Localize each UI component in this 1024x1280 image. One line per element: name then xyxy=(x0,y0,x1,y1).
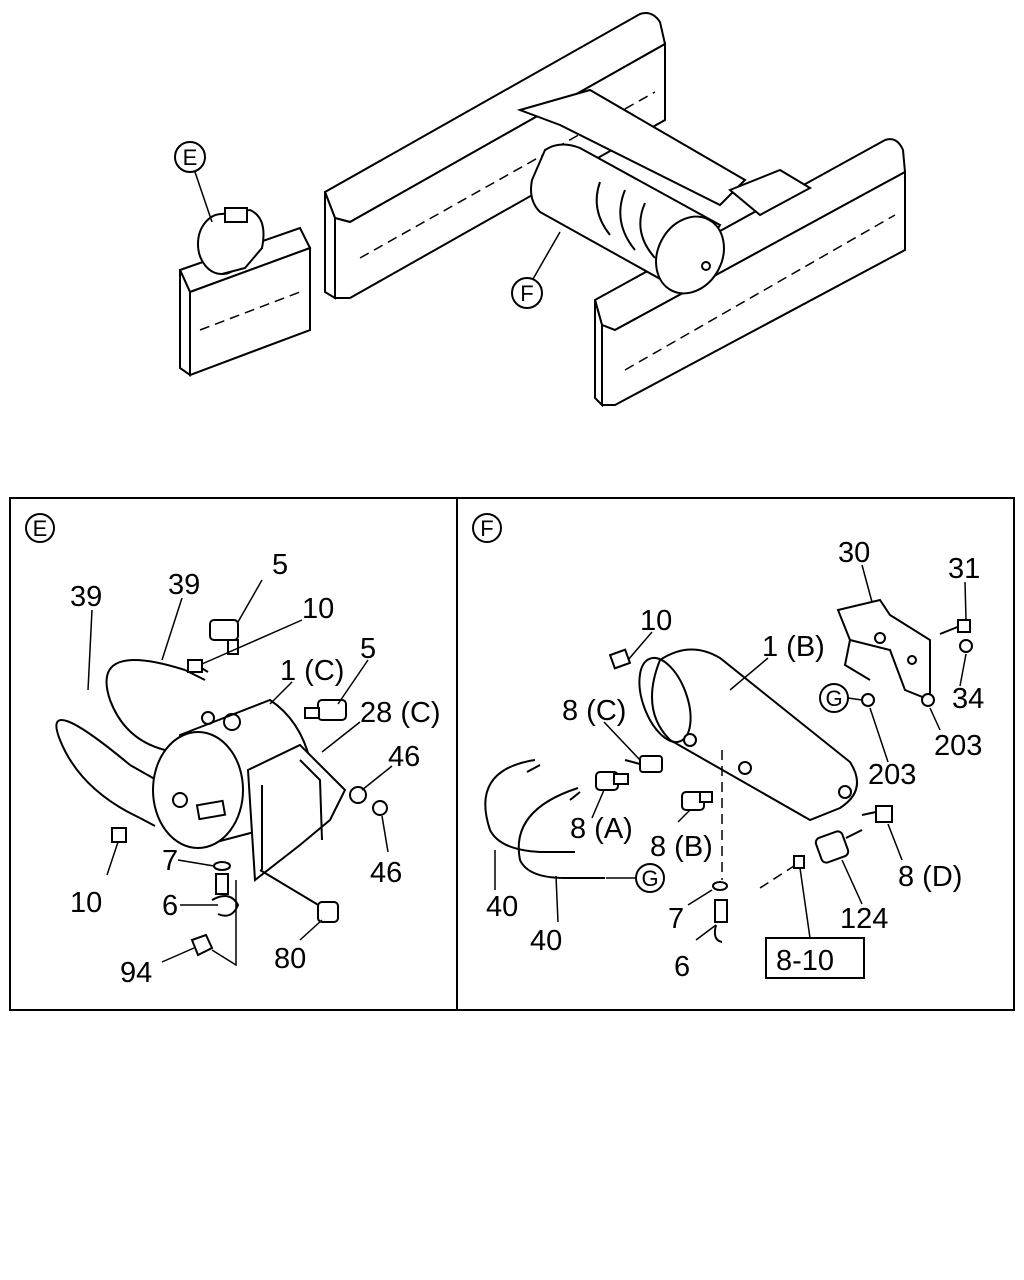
frame-rail-right xyxy=(593,138,907,408)
label-8b: 8 (B) xyxy=(650,831,713,863)
label-39b: 39 xyxy=(168,569,200,601)
label-203b: 203 xyxy=(868,759,916,791)
label-46a: 46 xyxy=(388,741,420,773)
svg-text:F: F xyxy=(520,281,533,306)
washer-7-f xyxy=(712,881,728,891)
bracket-28c xyxy=(246,743,347,882)
washer-203a xyxy=(861,693,875,707)
label-5a: 5 xyxy=(272,549,288,581)
label-8c: 8 (C) xyxy=(562,695,626,727)
nut-46a xyxy=(349,786,367,804)
label-80: 80 xyxy=(274,943,306,975)
fitting-8c xyxy=(624,755,663,773)
label-7: 7 xyxy=(162,845,178,877)
label-30: 30 xyxy=(838,537,870,569)
label-31: 31 xyxy=(948,553,980,585)
callout-e-overview: E xyxy=(174,141,213,223)
ref-box-label: 8-10 xyxy=(776,945,834,977)
label-8a: 8 (A) xyxy=(570,813,633,845)
label-10-f: 10 xyxy=(640,605,672,637)
label-39a: 39 xyxy=(70,581,102,613)
label-6: 6 xyxy=(162,890,178,922)
ref-box-8-10 xyxy=(765,937,865,979)
fitting-8b xyxy=(681,791,713,811)
fitting-8d xyxy=(861,805,893,823)
label-34: 34 xyxy=(952,683,984,715)
label-28c: 28 (C) xyxy=(360,697,441,729)
label-7-f: 7 xyxy=(668,903,684,935)
air-tank-f-overview xyxy=(530,143,725,295)
hose-39-lower xyxy=(55,719,141,819)
chassis-overview: E F xyxy=(174,12,907,408)
label-1b: 1 (B) xyxy=(762,631,825,663)
fitting-5b xyxy=(304,699,347,721)
nut-34 xyxy=(959,639,973,653)
panel-f-tag: F xyxy=(480,516,493,541)
panel-e-tag: E xyxy=(33,516,48,541)
label-8d: 8 (D) xyxy=(898,861,962,893)
pressure-switch-124 xyxy=(759,829,863,889)
bracket-30 xyxy=(836,598,931,702)
label-1c: 1 (C) xyxy=(280,655,344,687)
washer-203b xyxy=(921,693,935,707)
air-tank-e-overview xyxy=(197,207,265,275)
detail-panel-e: E xyxy=(9,497,458,1011)
bolt-31 xyxy=(939,619,971,635)
callout-f-overview: F xyxy=(511,231,561,309)
nut-46b xyxy=(372,800,388,816)
hose-39-upper xyxy=(105,659,186,751)
label-124: 124 xyxy=(840,903,888,935)
detail-panel-f: F xyxy=(456,497,1015,1011)
fitting-8a xyxy=(595,771,629,791)
plug-10b xyxy=(111,827,127,843)
label-46b: 46 xyxy=(370,857,402,889)
label-5b: 5 xyxy=(360,633,376,665)
label-10b: 10 xyxy=(70,887,102,919)
drain-cock-6 xyxy=(211,873,240,917)
plug-10 xyxy=(608,648,632,670)
drain-cock-6-f xyxy=(713,899,728,943)
label-94: 94 xyxy=(120,957,152,989)
hose-40b xyxy=(517,787,605,879)
label-6-f: 6 xyxy=(674,951,690,983)
bolt-80 xyxy=(259,869,339,923)
svg-text:E: E xyxy=(183,145,198,170)
washer-7 xyxy=(213,861,231,871)
plug-10a xyxy=(187,659,203,673)
label-40b: 40 xyxy=(530,925,562,957)
callout-g1: G xyxy=(825,686,842,711)
label-203a: 203 xyxy=(934,730,982,762)
label-10a: 10 xyxy=(302,593,334,625)
air-tank-1b xyxy=(638,648,859,822)
callout-g2: G xyxy=(641,866,658,891)
nut-94 xyxy=(190,933,214,957)
fitting-5a xyxy=(209,619,239,655)
label-40a: 40 xyxy=(486,891,518,923)
hose-40a xyxy=(484,759,575,853)
